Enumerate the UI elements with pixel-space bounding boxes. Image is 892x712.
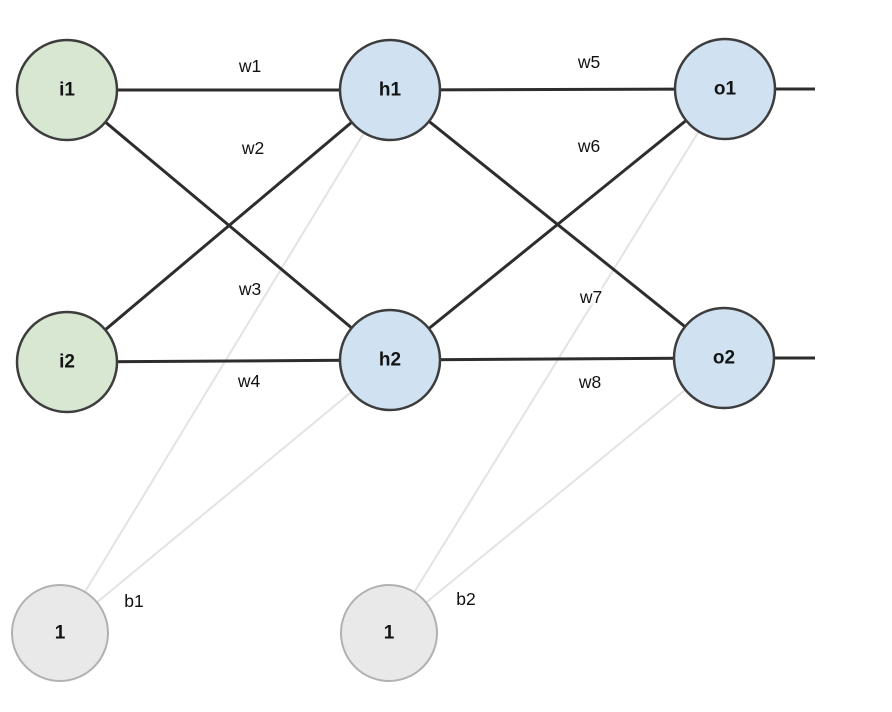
node-label-i2: i2 <box>59 352 75 373</box>
node-label-o2: o2 <box>713 348 735 369</box>
node-h2: h2 <box>338 308 442 412</box>
node-o1: o1 <box>673 37 777 141</box>
nodes-layer: i1 i2 h1 h2 o1 o2 1 1 <box>11 37 777 682</box>
edge-w3 <box>66 88 391 362</box>
node-circle-bias2 <box>340 584 438 682</box>
node-h1: h1 <box>338 38 442 142</box>
edge-label-w6: w6 <box>577 136 600 156</box>
edge-label-w8: w8 <box>578 372 601 392</box>
node-circle-o2 <box>672 306 776 410</box>
edge-w4 <box>66 358 391 364</box>
node-circle-i1 <box>15 38 119 142</box>
node-label-bias1: 1 <box>55 623 66 644</box>
edge-b1-h2 <box>59 359 391 634</box>
node-bias2: 1 <box>340 584 438 682</box>
edge-label-b2: b2 <box>456 589 475 609</box>
edge-label-w4: w4 <box>237 371 261 391</box>
node-circle-bias1 <box>11 584 109 682</box>
node-circle-h2 <box>338 308 442 412</box>
edge-w7 <box>389 88 725 360</box>
edge-label-w7: w7 <box>579 287 602 307</box>
labels-layer: w1 w2 w3 w4 w5 w6 w7 w8 b1 b2 <box>122 50 605 614</box>
edge-w5 <box>389 87 726 92</box>
edge-b2-o1 <box>388 88 726 634</box>
node-o2: o2 <box>672 306 776 410</box>
node-bias1: 1 <box>11 584 109 682</box>
node-circle-o1 <box>673 37 777 141</box>
edge-b2-o2 <box>388 357 725 634</box>
node-label-h1: h1 <box>379 80 402 101</box>
edge-label-b1: b1 <box>124 591 143 611</box>
edge-label-w3: w3 <box>238 279 261 299</box>
node-label-i1: i1 <box>59 80 75 101</box>
node-circle-i2 <box>15 310 119 414</box>
node-circle-h1 <box>338 38 442 142</box>
node-i1: i1 <box>15 38 119 142</box>
edge-w8 <box>389 356 725 362</box>
node-label-h2: h2 <box>379 350 401 371</box>
edge-label-w5: w5 <box>577 52 600 72</box>
node-label-o1: o1 <box>714 79 737 100</box>
node-label-bias2: 1 <box>384 623 395 644</box>
node-i2: i2 <box>15 310 119 414</box>
edge-label-w1: w1 <box>238 56 261 76</box>
edge-label-w2: w2 <box>241 138 264 158</box>
